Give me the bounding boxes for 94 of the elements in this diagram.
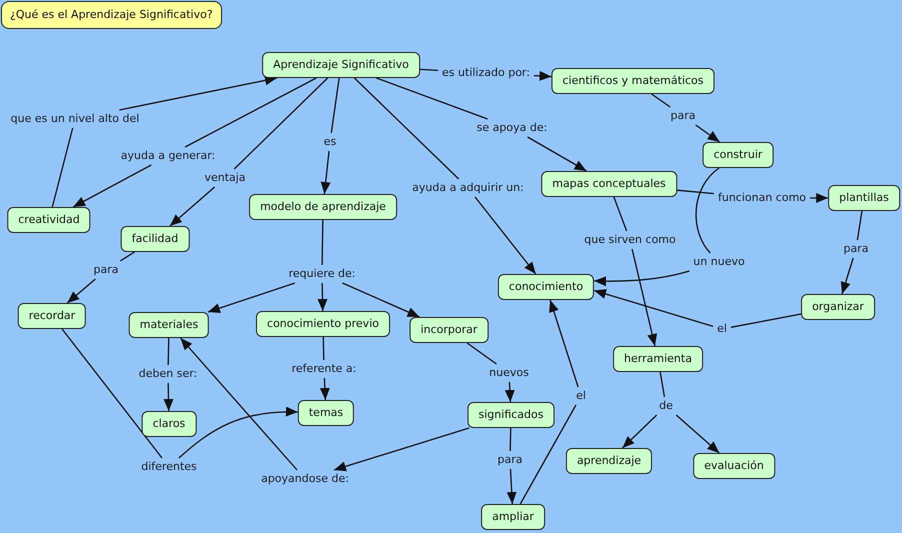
- concept-box: creatividad: [7, 207, 91, 233]
- connector-line: [234, 78, 328, 170]
- connector-line: [466, 342, 497, 365]
- arrow: [72, 164, 152, 208]
- concept-box: incorporar: [410, 317, 488, 343]
- arrow: [164, 382, 174, 412]
- arrow: [334, 427, 470, 472]
- linking-phrase: funcionan como: [714, 189, 810, 207]
- arrow: [504, 382, 515, 402]
- arrow: [527, 136, 587, 172]
- concept-box: construir: [702, 142, 774, 168]
- arrow: [676, 414, 720, 454]
- connector-line: [168, 338, 170, 366]
- concept-box: ampliar: [481, 504, 545, 530]
- concept-box: plantillas: [828, 185, 900, 211]
- concept-box: mapas conceptuales: [541, 171, 677, 197]
- connector-line: [651, 93, 671, 108]
- arrow: [474, 196, 536, 274]
- arrow: [695, 124, 720, 143]
- arrow: [170, 186, 216, 226]
- linking-phrase: el: [713, 320, 731, 338]
- linking-phrase: que sirven como: [580, 231, 680, 249]
- connector-line: [695, 168, 720, 254]
- linking-phrase: el: [572, 387, 590, 405]
- connector-line: [120, 251, 135, 262]
- concept-box: aprendizaje: [566, 448, 652, 474]
- map-title: ¿Qué es el Aprendizaje Significativo?: [1, 1, 222, 29]
- connector-line: [321, 220, 324, 265]
- concept-box: significados: [468, 402, 554, 428]
- connector-line: [856, 210, 863, 240]
- arrow: [594, 270, 690, 286]
- arrow: [342, 282, 420, 318]
- arrow: [840, 258, 854, 294]
- connector-line: [376, 77, 488, 120]
- concept-box: evaluación: [693, 453, 775, 479]
- linking-phrase: ayuda a generar:: [116, 147, 220, 165]
- arrow: [594, 289, 714, 327]
- arrow: [320, 378, 330, 400]
- connector-line: [613, 196, 628, 232]
- connector-line: [420, 68, 438, 71]
- connector-line: [322, 336, 324, 360]
- concept-box: recordar: [18, 303, 86, 329]
- connector-line: [184, 77, 317, 148]
- arrow: [549, 300, 579, 388]
- arrow: [318, 282, 328, 312]
- concept-box: Aprendizaje Significativo: [262, 52, 420, 78]
- linking-phrase: diferentes: [137, 458, 201, 476]
- linking-phrase: referente a:: [288, 360, 360, 378]
- connector-line: [676, 190, 714, 194]
- linking-phrase: para: [494, 451, 526, 469]
- connector-line: [660, 372, 666, 398]
- arrow: [178, 406, 298, 458]
- connector-line: [354, 78, 460, 180]
- linking-phrase: deben ser:: [134, 365, 202, 383]
- connector-line: [510, 428, 512, 452]
- connector-line: [330, 78, 340, 134]
- connector-line: [520, 404, 576, 504]
- linking-phrase: un nuevo: [689, 253, 749, 271]
- concept-box: claros: [142, 411, 196, 437]
- concept-box: materiales: [128, 312, 210, 338]
- concept-box: organizar: [801, 294, 875, 320]
- concept-box: temas: [298, 400, 354, 426]
- linking-phrase: nuevos: [485, 364, 533, 382]
- connector-line: [62, 328, 163, 458]
- connector-line: [730, 313, 802, 328]
- connector-line: [52, 128, 74, 208]
- concept-box: modelo de aprendizaje: [249, 194, 397, 220]
- linking-phrase: se apoya de:: [472, 119, 552, 137]
- arrow: [320, 150, 331, 194]
- linking-phrase: de: [655, 397, 677, 415]
- arrow: [180, 338, 298, 470]
- arrow: [810, 193, 828, 203]
- arrow: [622, 414, 658, 448]
- arrow: [534, 70, 552, 81]
- linking-phrase: que es un nivel alto del: [6, 110, 144, 128]
- concept-box: conocimiento previo: [256, 311, 390, 337]
- arrow: [66, 278, 96, 304]
- concept-box: cientificos y matemáticos: [551, 68, 715, 94]
- concept-box: conocimiento: [498, 274, 594, 300]
- linking-phrase: para: [840, 240, 872, 258]
- concept-box: herramienta: [613, 346, 703, 372]
- concept-box: facilidad: [120, 226, 190, 252]
- linking-phrase: ventaja: [200, 169, 250, 187]
- arrow: [119, 75, 278, 111]
- linking-phrase: ayuda a adquirir un:: [408, 179, 528, 197]
- arrow: [506, 468, 517, 504]
- arrow: [631, 248, 658, 346]
- linking-phrase: apoyandose de:: [257, 470, 353, 488]
- linking-phrase: requiere de:: [284, 265, 360, 283]
- arrow: [208, 282, 296, 313]
- linking-phrase: es utilizado por:: [438, 64, 534, 82]
- linking-phrase: es: [320, 133, 340, 151]
- linking-phrase: para: [90, 261, 122, 279]
- linking-phrase: para: [666, 107, 700, 125]
